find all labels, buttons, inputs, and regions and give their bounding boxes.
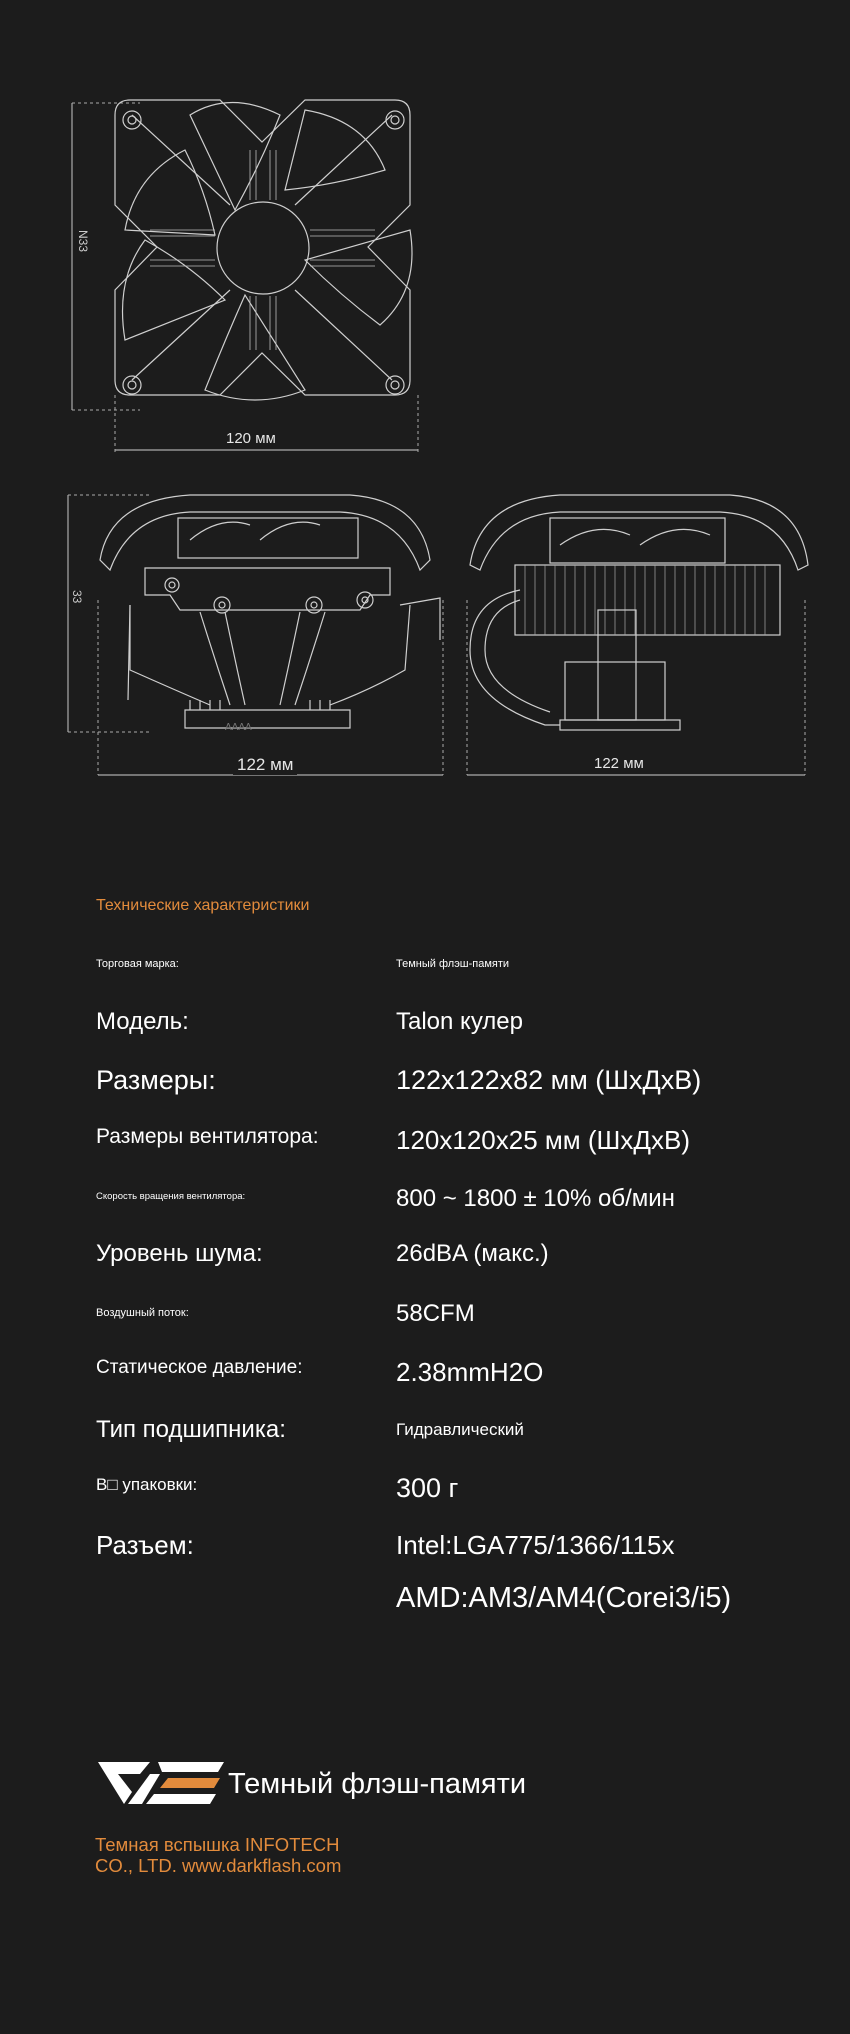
top-view-height-label: N33 <box>76 230 90 253</box>
spec-label: Модель: <box>96 1008 189 1035</box>
spec-label: Статическое давление: <box>96 1357 303 1378</box>
company-line-1: Темная вспышка INFOTECH <box>95 1834 340 1855</box>
spec-value: Talon кулер <box>396 1008 523 1035</box>
spec-value: Intel:LGA775/1366/115x <box>396 1530 675 1560</box>
spec-value: 800 ~ 1800 ± 10% об/мин <box>396 1185 675 1212</box>
company-info: Темная вспышка INFOTECH CO., LTD. www.da… <box>95 1834 341 1876</box>
spec-value: 120x120x25 мм (ШхДхВ) <box>396 1125 690 1155</box>
specs-title: Технические характеристики <box>96 897 310 914</box>
top-view-width-label: 120 мм <box>222 430 280 447</box>
brand-name: Темный флэш-памяти <box>228 1768 527 1800</box>
spec-value: 2.38mmH2O <box>396 1357 544 1387</box>
spec-value: 300 г <box>396 1473 459 1503</box>
side-height-label: 33 <box>70 590 84 604</box>
spec-label: Торговая марка: <box>96 958 179 970</box>
spec-label: Воздушный поток: <box>96 1307 189 1319</box>
spec-label: Размеры: <box>96 1065 216 1095</box>
darkflash-logo-icon <box>98 1762 224 1804</box>
spec-value: 58CFM <box>396 1300 475 1327</box>
front-width-label: 122 мм <box>233 755 298 775</box>
spec-value: 122x122x82 мм (ШхДхВ) <box>396 1065 702 1095</box>
spec-label: B□ упаковки: <box>96 1475 198 1494</box>
spec-label: Скорость вращения вентилятора: <box>96 1191 246 1202</box>
spec-value: 26dBA (макс.) <box>396 1240 549 1267</box>
cooler-front-view <box>67 494 444 776</box>
spec-label: Уровень шума: <box>96 1240 263 1267</box>
fan-top-view <box>114 99 413 401</box>
base-label: AAAA <box>225 722 252 733</box>
spec-value-amd: AMD:AM3/AM4(Corei3/i5) <box>396 1582 732 1614</box>
cooler-side-view <box>466 494 809 776</box>
side-width-label: 122 мм <box>590 755 648 772</box>
spec-label: Размеры вентилятора: <box>96 1125 319 1148</box>
spec-value: Гидравлический <box>396 1420 524 1439</box>
technical-drawing <box>67 99 809 776</box>
spec-label: Тип подшипника: <box>96 1416 286 1443</box>
company-line-2: CO., LTD. www.darkflash.com <box>95 1855 342 1876</box>
spec-label: Разъем: <box>96 1530 194 1560</box>
spec-value: Темный флэш-памяти <box>396 958 510 970</box>
